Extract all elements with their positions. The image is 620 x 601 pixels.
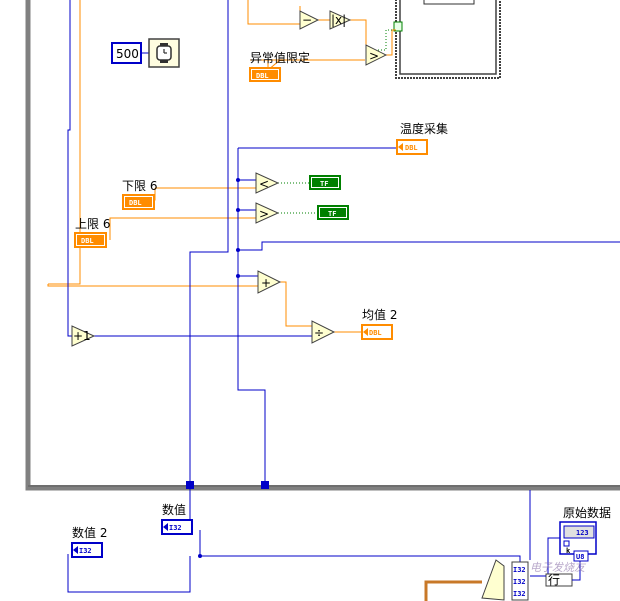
value-label: 数值 xyxy=(162,502,186,517)
inner-case-structure xyxy=(393,0,501,79)
sub-vi-node[interactable] xyxy=(481,559,505,601)
mean-type: DBL xyxy=(369,329,382,337)
u8-wire xyxy=(572,561,581,581)
row-node[interactable]: 行 xyxy=(545,573,573,587)
array-subset-pin2: I32 xyxy=(513,578,526,586)
subtract-symbol: − xyxy=(302,13,312,27)
subtract-node[interactable]: − xyxy=(299,10,320,30)
abs-node[interactable]: |x| xyxy=(329,10,352,30)
below-limit-type: TF xyxy=(320,180,328,188)
raw-data-k-pin: k xyxy=(566,547,571,555)
loop-tunnel-left xyxy=(186,481,194,489)
raw-data-label: 原始数据 xyxy=(563,505,611,520)
loop-frame xyxy=(25,0,620,491)
bool-wires xyxy=(278,29,394,214)
temperature-type: DBL xyxy=(405,144,418,152)
temperature-terminal[interactable]: DBL xyxy=(396,139,428,155)
lower-limit-label: 下限 6 xyxy=(122,179,157,193)
value-terminal[interactable]: I32 xyxy=(161,519,193,535)
wait-timer-node[interactable] xyxy=(148,38,180,68)
mean-label: 均值 2 xyxy=(362,307,397,322)
add-node[interactable]: + xyxy=(257,270,282,294)
abs-symbol: |x| xyxy=(331,13,346,27)
outlier-limit-label: 异常值限定 xyxy=(250,50,310,65)
greater-node-top[interactable]: > xyxy=(365,44,388,66)
int-wires xyxy=(67,0,620,593)
divide-symbol: ÷ xyxy=(314,326,324,340)
wait-constant[interactable]: 500 xyxy=(111,42,142,64)
add-symbol: + xyxy=(261,276,271,290)
lower-limit-terminal[interactable]: DBL xyxy=(122,194,155,210)
divide-node[interactable]: ÷ xyxy=(311,320,336,344)
lower-limit-type: DBL xyxy=(129,199,142,207)
increment-node[interactable]: +1 xyxy=(71,325,96,347)
row-label: 行 xyxy=(548,573,560,587)
bottom-orange-frame xyxy=(424,580,482,601)
dbl-wires xyxy=(47,0,396,333)
above-limit-bool-terminal[interactable]: TF xyxy=(317,205,349,220)
array-subset-pin1: I32 xyxy=(513,566,526,574)
watch-icon xyxy=(156,43,172,63)
greater-than-node[interactable]: > xyxy=(255,202,280,224)
wait-value: 500 xyxy=(116,47,139,61)
loop-tunnel-right xyxy=(261,481,269,489)
greater-than-symbol: > xyxy=(259,207,269,221)
wire-junctions xyxy=(198,178,240,558)
u8-terminal[interactable]: U8 xyxy=(573,550,589,562)
temperature-label: 温度采集 xyxy=(400,121,448,136)
array-subset-pin3: I32 xyxy=(513,590,526,598)
outlier-limit-type: DBL xyxy=(256,72,269,80)
upper-limit-label: 上限 6 xyxy=(75,217,110,231)
value2-terminal[interactable]: I32 xyxy=(71,542,103,558)
upper-limit-type: DBL xyxy=(81,237,94,245)
below-limit-bool-terminal[interactable]: TF xyxy=(309,175,341,190)
value-type: I32 xyxy=(169,524,182,532)
array-subset-node[interactable]: I32 I32 I32 xyxy=(511,561,529,601)
upper-limit-terminal[interactable]: DBL xyxy=(74,232,107,248)
mean-terminal[interactable]: DBL xyxy=(361,324,393,340)
watermark-text: 电子发烧友 xyxy=(530,561,587,574)
increment-symbol: +1 xyxy=(73,329,91,343)
u8-type: U8 xyxy=(576,553,584,561)
value2-type: I32 xyxy=(79,547,92,555)
outlier-limit-terminal[interactable]: DBL xyxy=(249,67,281,82)
greater-symbol-top: > xyxy=(369,49,379,63)
above-limit-type: TF xyxy=(328,210,336,218)
less-than-node[interactable]: < xyxy=(255,172,280,194)
less-than-symbol: < xyxy=(259,177,269,191)
raw-data-type: 123 xyxy=(576,529,589,537)
raw-data-terminal[interactable]: 123 k xyxy=(559,521,597,555)
value2-label: 数值 2 xyxy=(72,525,107,540)
